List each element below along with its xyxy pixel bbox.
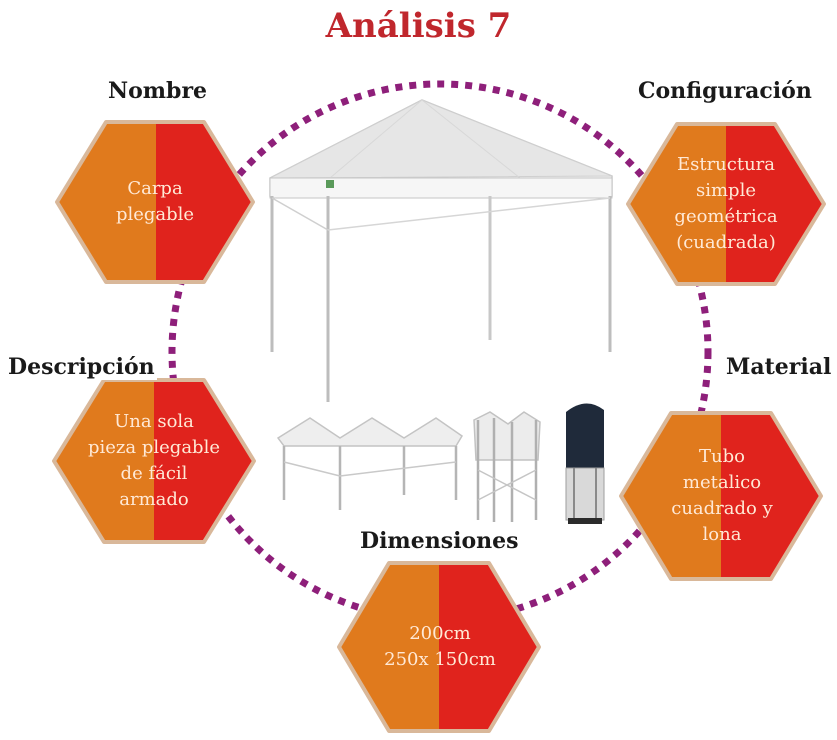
hexagon-text-material: Tubo metalico cuadrado y lona <box>671 446 773 545</box>
carry-bag-image <box>565 403 605 524</box>
tent-image <box>269 99 613 402</box>
heading-descripcion: Descripción <box>6 354 157 380</box>
heading-nombre: Nombre <box>106 78 210 104</box>
frame-folded-image <box>473 411 541 522</box>
hexagon-text-configuracion: Estructura simple geométrica (cuadrada) <box>674 154 778 253</box>
hexagon-material <box>619 411 823 581</box>
heading-material: Material <box>724 354 834 380</box>
heading-dimensiones: Dimensiones <box>358 528 521 554</box>
heading-configuracion: Configuración <box>636 78 814 104</box>
frame-open-image <box>276 417 464 510</box>
hexagon-text-descripcion: Una sola pieza plegable de fácil armado <box>88 411 220 510</box>
hexagon-text-dimensiones: 200cm 250x 150cm <box>384 623 496 670</box>
hexagon-text-nombre: Carpa plegable <box>115 178 195 225</box>
page-title: Análisis 7 <box>325 6 512 46</box>
